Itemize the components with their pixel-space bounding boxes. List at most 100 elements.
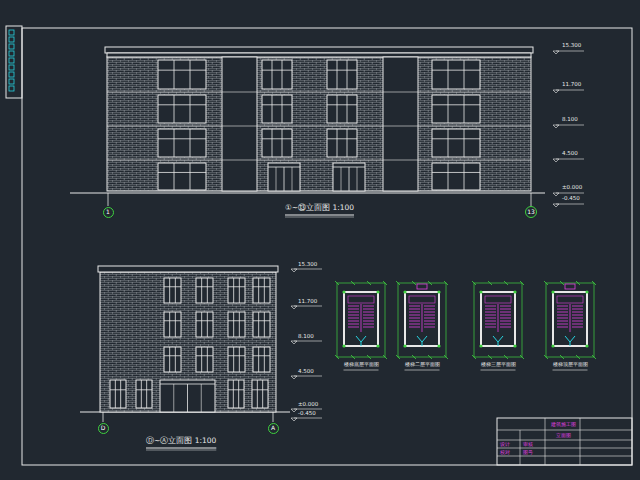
stair-plan: [396, 281, 448, 359]
window-transom: [253, 355, 270, 356]
stair-tread: [500, 324, 511, 325]
title-block-rule: [580, 418, 581, 465]
dimension-tick: [367, 355, 371, 359]
door-leaf: [284, 167, 285, 191]
title-block-cell: 立面图: [556, 433, 571, 438]
window: [196, 278, 213, 303]
column-dot: [403, 290, 406, 293]
level-mark: ±0.000: [562, 185, 582, 191]
dimension-tick: [472, 355, 476, 359]
dimension-frame: [474, 283, 522, 357]
dimension-tick: [383, 281, 387, 285]
window-transom: [196, 320, 213, 321]
plan-caption: 楼梯二层平面图: [405, 362, 440, 367]
window-mullion: [174, 163, 175, 190]
level-line: [556, 159, 584, 160]
ground-line: [70, 192, 545, 193]
dimension-tick: [560, 281, 564, 285]
parapet: [107, 53, 531, 57]
level-triangle: [553, 193, 559, 196]
door-leaf: [276, 167, 277, 191]
stair-tread: [424, 309, 435, 310]
level-line: [294, 409, 322, 410]
axis-number: 1: [106, 209, 110, 215]
window-mullion: [264, 312, 265, 337]
window-mullion: [238, 380, 239, 408]
landing: [409, 296, 435, 303]
stair-wall: [481, 292, 515, 346]
dimension-tick: [560, 355, 564, 359]
window-transom: [136, 389, 152, 390]
level-triangle: [553, 204, 559, 207]
front-elevation: [70, 47, 584, 207]
border-frame: [22, 28, 632, 465]
level-line: [294, 306, 322, 307]
strip-cell: [9, 51, 14, 56]
window-transom: [262, 104, 292, 105]
door-leaf: [292, 167, 293, 191]
stair-tread: [348, 324, 359, 325]
opening-mark: [565, 284, 575, 289]
window-transom: [228, 320, 245, 321]
strip-cell: [9, 72, 14, 77]
level-mark: -0.450: [298, 411, 316, 417]
level-triangle: [291, 341, 297, 344]
window-mullion: [146, 380, 147, 408]
stair-tread: [500, 321, 511, 322]
title-block-cell: 建筑施工图: [551, 422, 576, 427]
floor-line: [107, 126, 531, 127]
stair-tread: [557, 315, 568, 316]
title-block-rule: [520, 430, 521, 465]
stair-tread: [572, 315, 583, 316]
dimension-tick: [592, 355, 596, 359]
level-line: [556, 125, 584, 126]
column-dot: [342, 344, 345, 347]
stair-tread: [348, 312, 359, 313]
window-transom: [228, 355, 245, 356]
level-mark: 8.100: [298, 334, 314, 340]
dimension-tick: [520, 355, 524, 359]
level-line: [294, 418, 322, 419]
window-transom: [327, 138, 357, 139]
window-transom: [327, 70, 357, 71]
dimension-tick: [444, 355, 448, 359]
stair-tread: [348, 321, 359, 322]
window-mullion: [448, 95, 449, 123]
stair-tread: [363, 318, 374, 319]
window-mullion: [347, 95, 348, 123]
stair-tread: [363, 306, 374, 307]
door: [160, 380, 215, 412]
stair-tread: [348, 315, 359, 316]
stair-tread: [572, 321, 583, 322]
level-mark: 11.700: [298, 299, 317, 305]
stair-tread: [424, 324, 435, 325]
window-mullion: [233, 278, 234, 303]
level-triangle: [291, 269, 297, 272]
window-transom: [432, 70, 480, 71]
window-mullion: [257, 380, 258, 408]
stair-handrail: [361, 304, 362, 332]
column-dot: [479, 344, 482, 347]
stair-tread: [557, 324, 568, 325]
window-transom: [228, 389, 244, 390]
dimension-tick: [504, 281, 508, 285]
window-mullion: [190, 163, 191, 190]
window: [432, 60, 480, 89]
window: [253, 312, 270, 337]
level-mark: 4.500: [562, 151, 578, 157]
stair-tread: [485, 318, 496, 319]
stair-tread: [409, 315, 420, 316]
stair-tread: [500, 306, 511, 307]
landing: [348, 296, 374, 303]
dimension-tick: [504, 355, 508, 359]
window-mullion: [337, 60, 338, 89]
window-mullion: [175, 278, 176, 303]
window: [158, 163, 206, 190]
stair-tread: [424, 312, 435, 313]
column-dot: [585, 290, 588, 293]
window-transom: [158, 104, 206, 105]
stair-tread: [348, 318, 359, 319]
window-transom: [327, 104, 357, 105]
